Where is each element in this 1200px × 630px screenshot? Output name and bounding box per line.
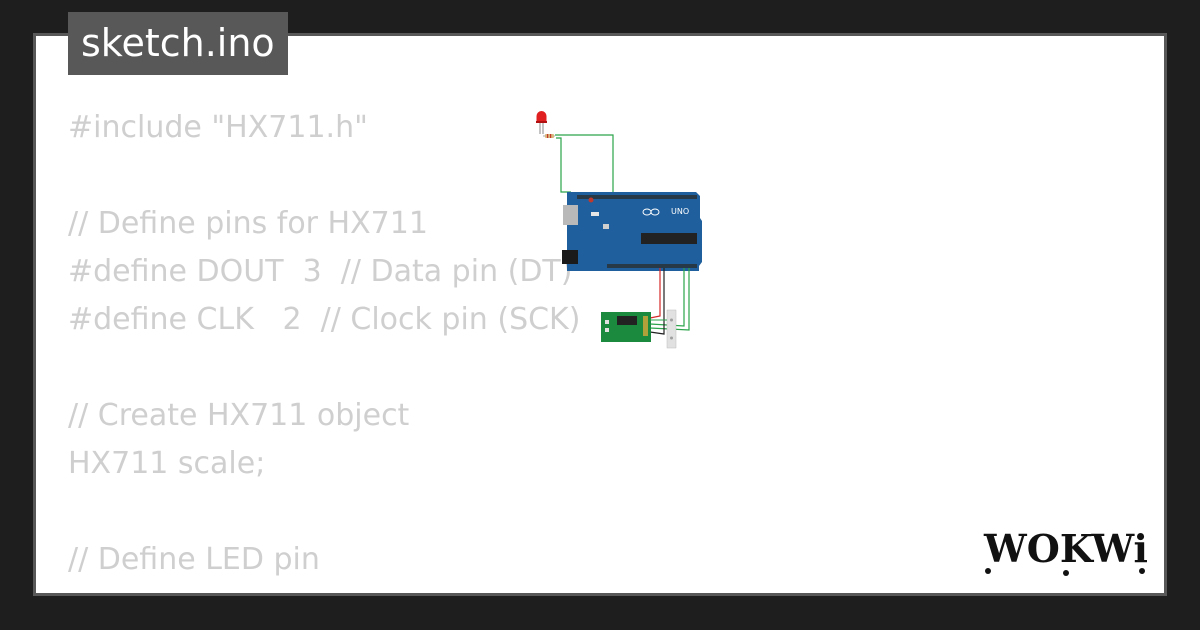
wokwi-logo-text: WOKWi <box>983 526 1148 571</box>
wire-led-ground <box>556 137 571 193</box>
code-line: #define DOUT 3 // Data pin (DT) <box>68 254 573 289</box>
code-line: #define LED_PIN 13 <box>68 584 580 593</box>
code-line: // Define pins for HX711 <box>68 206 428 241</box>
code-line: // Create HX711 object <box>68 398 410 433</box>
filename-tab: sketch.ino <box>68 12 288 75</box>
code-line: #include "HX711.h" <box>68 110 368 145</box>
preview-card: #include "HX711.h" // Define pins for HX… <box>33 33 1167 596</box>
code-line: // Define LED pin <box>68 542 320 577</box>
code-line <box>68 344 580 392</box>
arduino-uno-board: UNO <box>562 192 702 271</box>
code-line: HX711 scale; <box>68 446 266 481</box>
hx711-module <box>601 312 651 342</box>
wokwi-logo: WOKWi <box>983 526 1148 576</box>
wire-vcc <box>649 268 661 319</box>
circuit-diagram: UNO <box>536 111 702 349</box>
wire-dout <box>649 268 685 327</box>
board-label: UNO <box>671 207 689 216</box>
load-cell-component <box>666 309 677 349</box>
arduino-logo-icon <box>642 208 660 216</box>
code-line <box>68 488 580 536</box>
wire-sck <box>649 268 690 331</box>
resistor-component <box>543 134 555 138</box>
code-line: #define CLK 2 // Clock pin (SCK) <box>68 302 581 337</box>
code-line <box>68 152 580 200</box>
wire-gnd <box>649 268 665 335</box>
led-component <box>536 111 547 134</box>
code-preview: #include "HX711.h" // Define pins for HX… <box>68 104 581 593</box>
